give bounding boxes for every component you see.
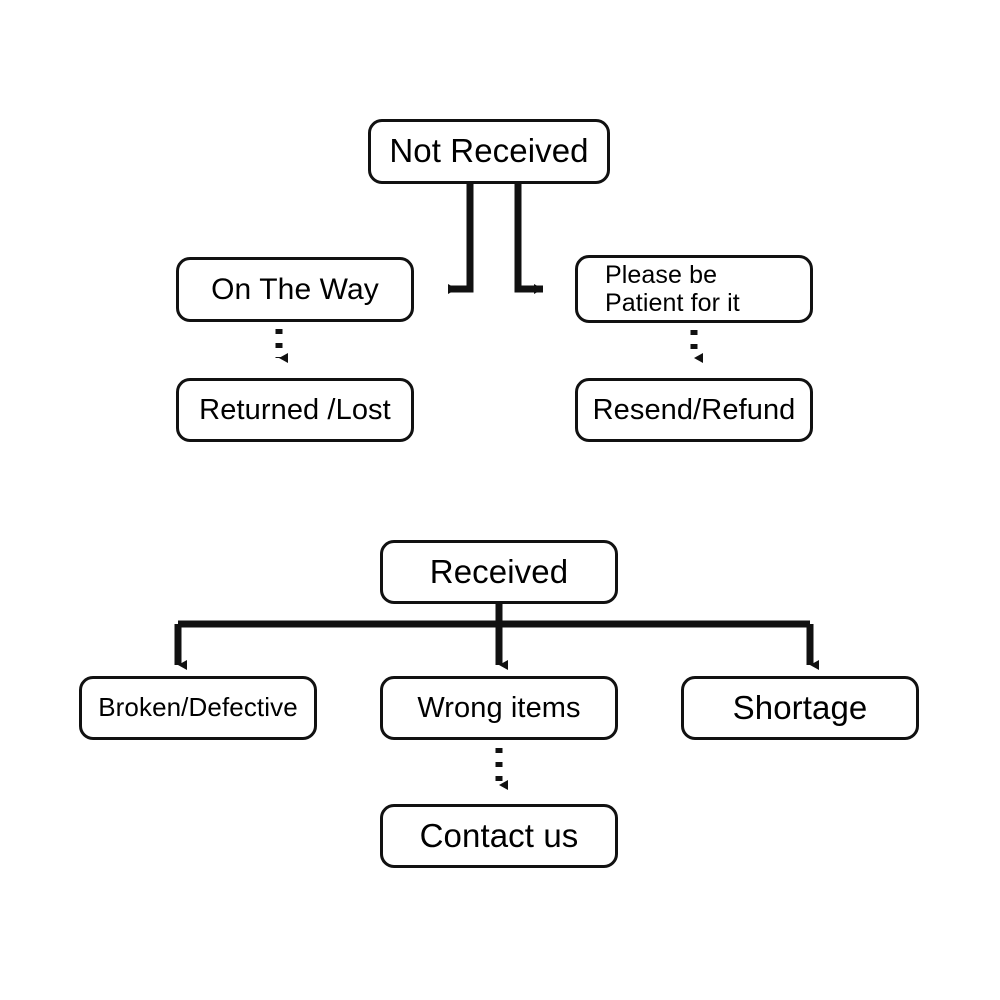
edge-not-received-to-please-be-patient [514,184,543,294]
node-returned-lost[interactable]: Returned /Lost [176,378,414,442]
node-shortage[interactable]: Shortage [681,676,919,740]
node-contact-us[interactable]: Contact us [380,804,618,868]
node-wrong-items[interactable]: Wrong items [380,676,618,740]
node-on-the-way[interactable]: On The Way [176,257,414,322]
node-please-be-patient[interactable]: Please be Patient for it [575,255,813,323]
node-broken-defective[interactable]: Broken/Defective [79,676,317,740]
node-resend-refund[interactable]: Resend/Refund [575,378,813,442]
node-not-received[interactable]: Not Received [368,119,610,184]
edge-not-received-to-on-the-way [448,184,474,294]
node-received[interactable]: Received [380,540,618,604]
